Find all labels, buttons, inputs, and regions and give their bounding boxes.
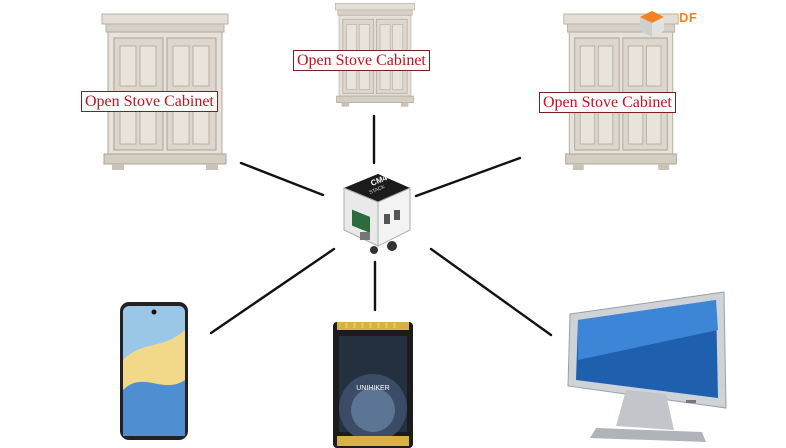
cabinet-label-left: Open Stove Cabinet bbox=[81, 91, 218, 112]
line-to-phone bbox=[209, 247, 336, 335]
cabinet-label-right: Open Stove Cabinet bbox=[539, 92, 676, 113]
unihiker-board: UNIHIKER bbox=[333, 322, 413, 448]
df-logo-icon bbox=[640, 11, 664, 37]
df-logo-text: DF bbox=[679, 10, 698, 25]
cabinet-label-center: Open Stove Cabinet bbox=[293, 50, 430, 71]
smartphone bbox=[120, 302, 188, 440]
cm4-stack-hub: CM4 STACK bbox=[343, 173, 411, 254]
line-to-cabinet-left bbox=[239, 161, 325, 197]
hub-print-bottom: STACK bbox=[369, 184, 387, 196]
line-to-cabinet-right bbox=[414, 156, 522, 198]
desktop-monitor bbox=[567, 291, 727, 442]
line-to-monitor bbox=[429, 247, 553, 337]
unihiker-screen-text: UNIHIKER bbox=[356, 385, 389, 392]
